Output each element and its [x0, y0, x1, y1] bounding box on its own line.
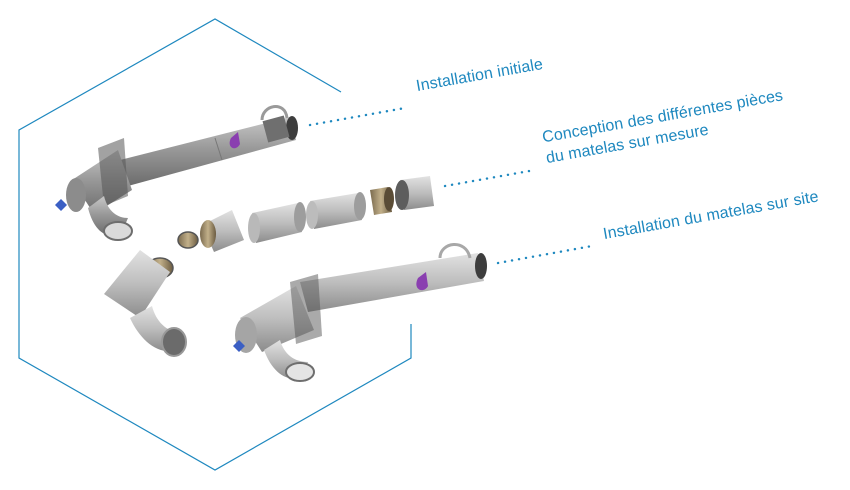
exploded-pieces	[104, 176, 434, 357]
initial-installation-assembly	[55, 105, 298, 241]
leader-line-2	[443, 168, 537, 188]
leader-line-3	[496, 244, 594, 265]
leader-line-1	[308, 106, 407, 127]
onsite-installation-assembly	[233, 243, 487, 382]
hexagon-outline	[18, 18, 412, 471]
